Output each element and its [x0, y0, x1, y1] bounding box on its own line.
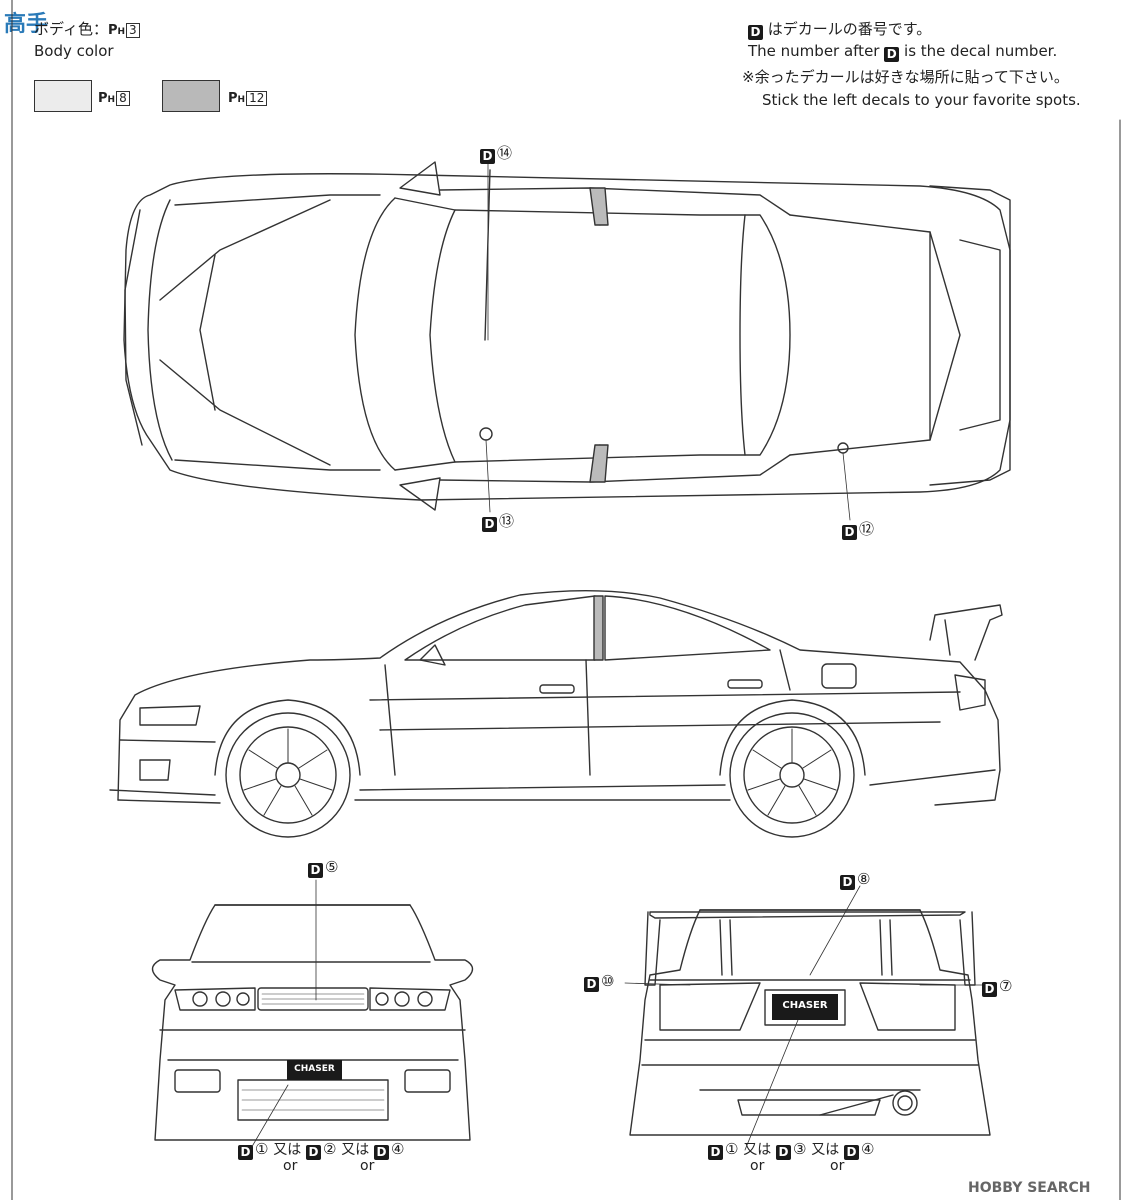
- front-plate: [287, 1060, 342, 1080]
- swatch-gray: [162, 80, 220, 112]
- swatch-light: [34, 80, 92, 112]
- ph-code: PH: [107, 23, 126, 38]
- note-line2-en: Stick the left decals to your favorite s…: [762, 91, 1081, 109]
- note-line1-jp: D はデカールの番号です。: [748, 20, 931, 40]
- front-or-2: or: [360, 1158, 375, 1174]
- front-view: [151, 879, 474, 1151]
- watermark-hobbysearch: HOBBY SEARCH: [968, 1180, 1091, 1196]
- rear-view: [624, 885, 991, 1151]
- rear-plate-text: CHASER: [782, 1000, 828, 1011]
- top-view: [123, 161, 1011, 521]
- note-line2-jp: ※余ったデカールは好きな場所に貼って下さい。: [742, 68, 1069, 86]
- body-color-jp-label: ボディ色：: [34, 20, 108, 38]
- front-or-1: or: [283, 1158, 298, 1174]
- rear-or-2: or: [830, 1158, 845, 1174]
- side-view: [109, 589, 1003, 838]
- rear-plate: [772, 994, 838, 1020]
- body-color-code: 3: [126, 23, 140, 38]
- watermark-logo: 高手: [4, 12, 49, 37]
- note-line1-en: The number after D is the decal number.: [748, 42, 1058, 62]
- front-plate-text: CHASER: [294, 1064, 335, 1074]
- body-color-en: Body color: [34, 42, 114, 60]
- rear-or-1: or: [750, 1158, 765, 1174]
